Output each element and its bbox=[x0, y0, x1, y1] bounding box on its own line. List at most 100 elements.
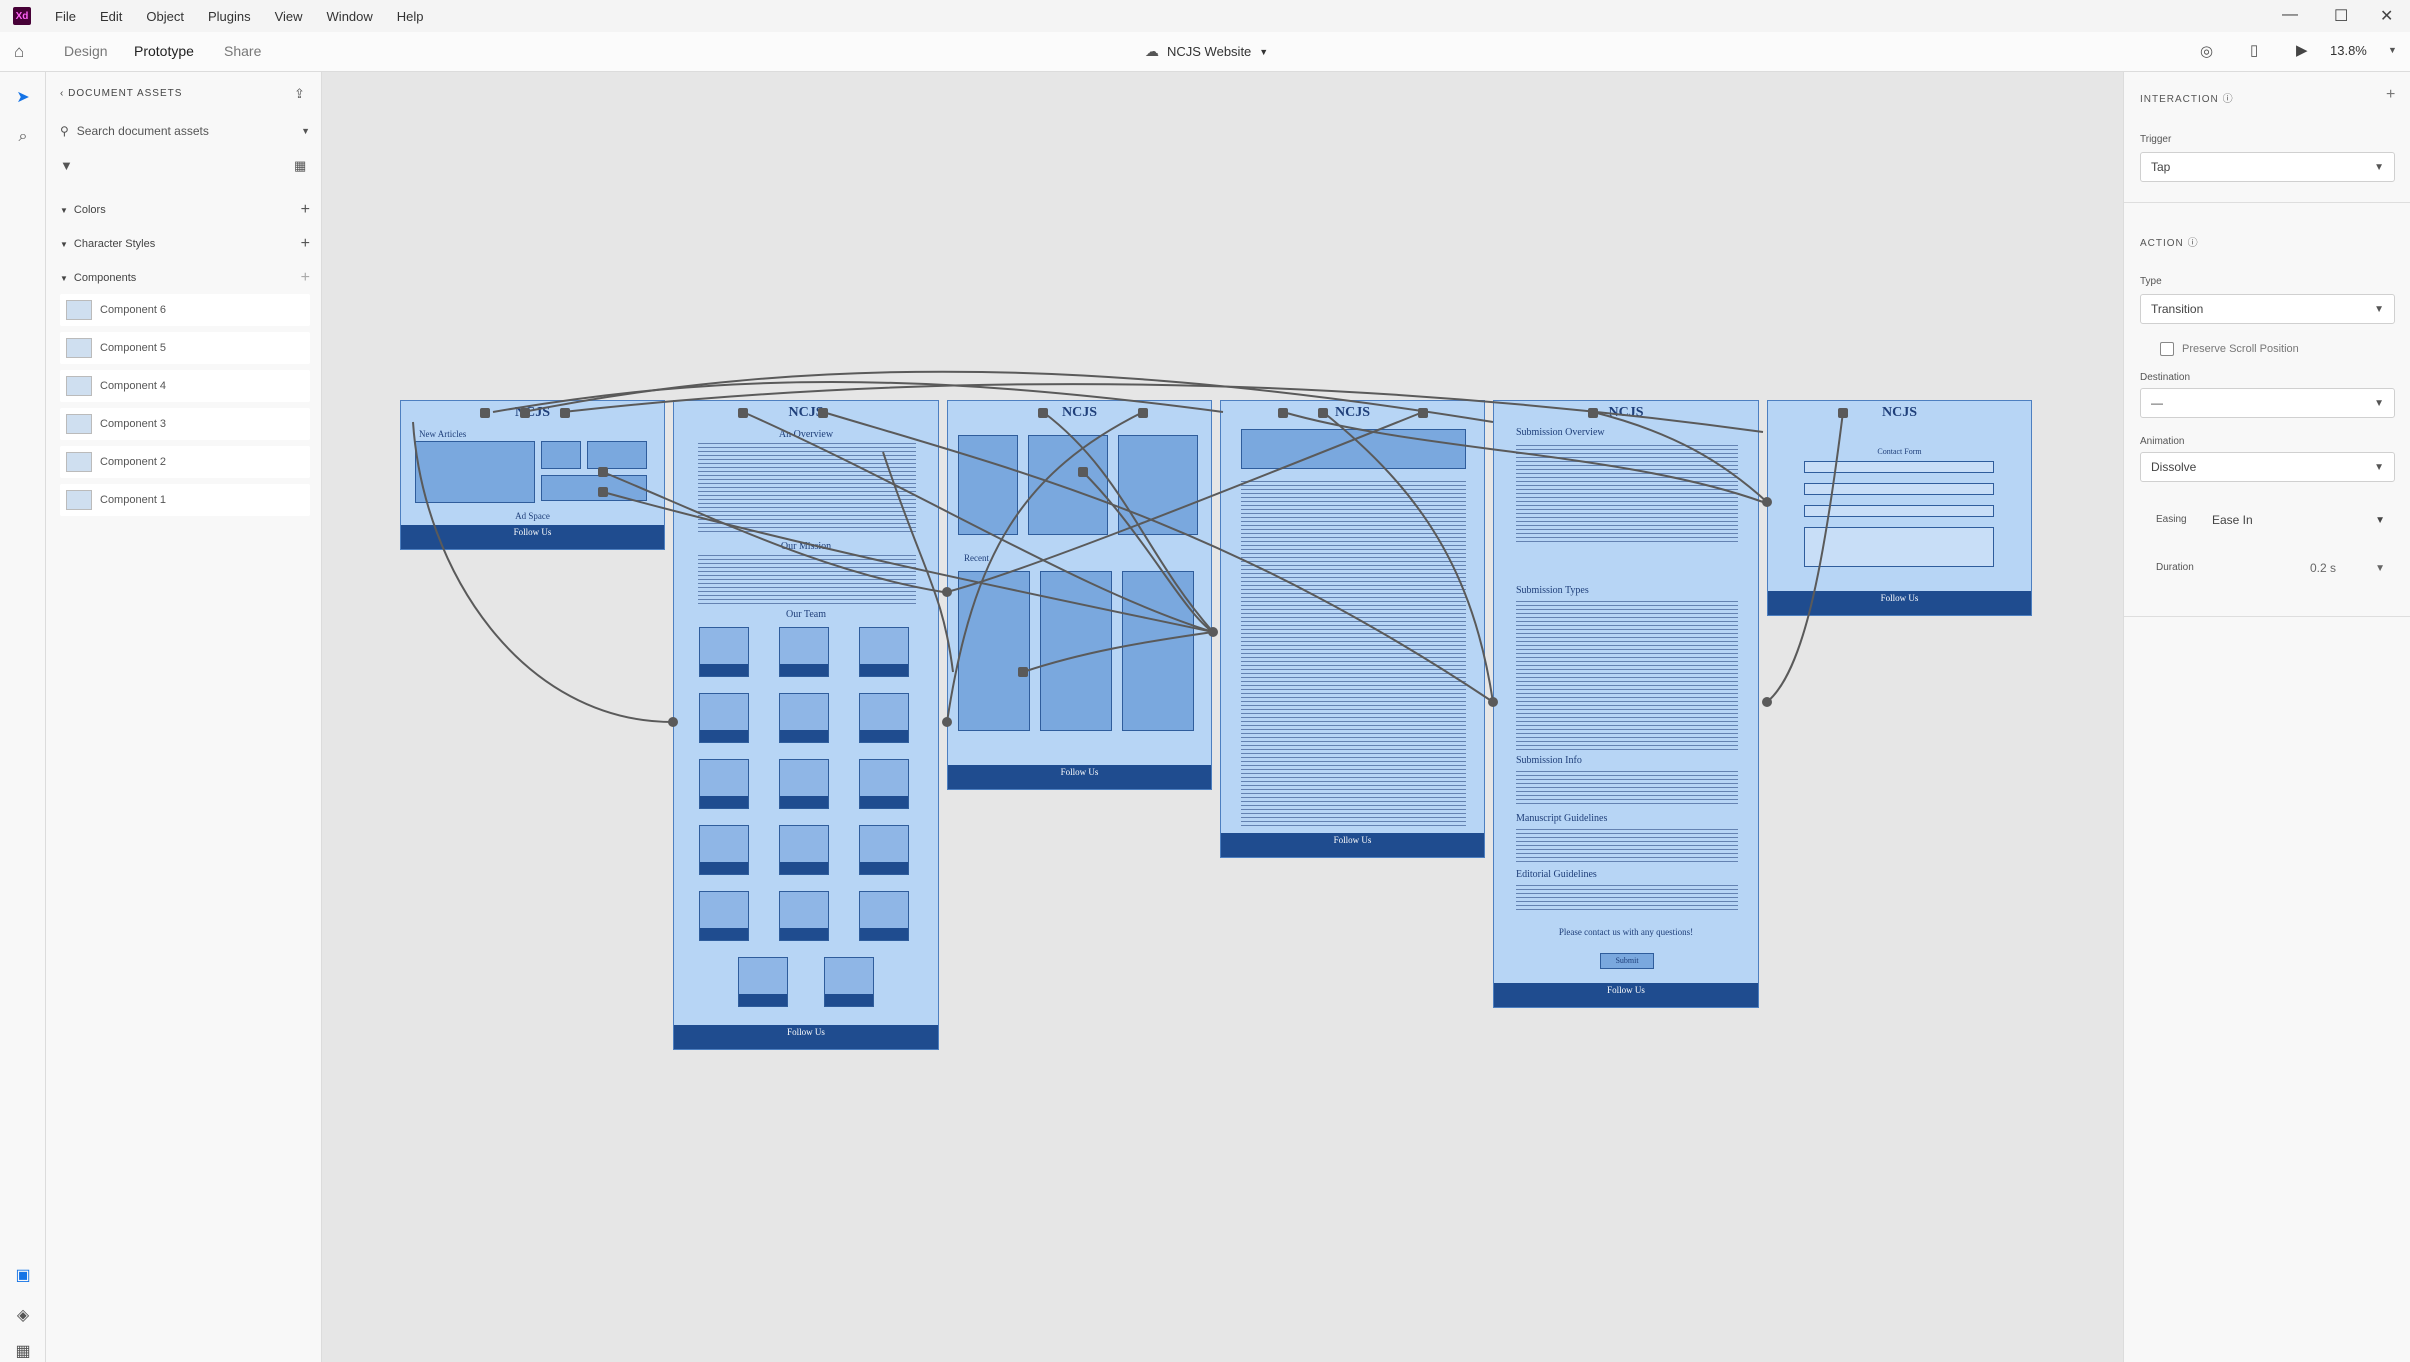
submit-button[interactable]: Submit bbox=[1600, 953, 1654, 969]
component-item[interactable]: Component 2 bbox=[60, 446, 310, 478]
team-card bbox=[859, 825, 909, 875]
preserve-scroll-checkbox[interactable] bbox=[2160, 342, 2174, 356]
minimize-icon[interactable]: — bbox=[2282, 6, 2298, 23]
search-chevron-icon[interactable]: ▼ bbox=[301, 126, 310, 136]
select-tool-icon[interactable]: ➤ bbox=[16, 89, 30, 106]
team-card bbox=[779, 759, 829, 809]
section-colors[interactable]: ▼ Colors + bbox=[60, 201, 310, 218]
tab-share[interactable]: Share bbox=[224, 43, 262, 59]
info-icon[interactable]: ⓘ bbox=[2187, 238, 2199, 249]
component-thumbnail bbox=[66, 414, 92, 434]
search-input[interactable]: Search document assets bbox=[76, 124, 209, 138]
back-chevron-icon[interactable]: ‹ bbox=[60, 88, 65, 99]
menu-edit[interactable]: Edit bbox=[99, 8, 123, 24]
play-icon[interactable]: ▶ bbox=[2296, 42, 2308, 59]
menu-object[interactable]: Object bbox=[146, 8, 184, 24]
team-card bbox=[779, 825, 829, 875]
component-thumbnail bbox=[66, 376, 92, 396]
info-icon[interactable]: ⓘ bbox=[2222, 94, 2234, 105]
animation-label: Animation bbox=[2140, 436, 2185, 447]
menu-help[interactable]: Help bbox=[396, 8, 424, 24]
zoom-tool-icon[interactable]: ⌕ bbox=[18, 128, 28, 145]
close-icon[interactable]: ✕ bbox=[2380, 8, 2394, 25]
user-icon[interactable]: ◎ bbox=[2200, 43, 2214, 60]
destination-select[interactable]: —▼ bbox=[2140, 388, 2395, 418]
easing-select[interactable]: Ease In▼ bbox=[2212, 513, 2385, 527]
search-assets[interactable]: ⚲ Search document assets ▼ bbox=[60, 120, 310, 142]
section-components[interactable]: ▼ Components + bbox=[60, 269, 310, 286]
add-character-style-icon[interactable]: + bbox=[300, 235, 310, 252]
artboard-title: NCJS bbox=[1334, 405, 1370, 420]
chevron-down-icon: ▼ bbox=[60, 273, 68, 283]
assets-icon[interactable]: ▣ bbox=[15, 1267, 31, 1284]
team-card bbox=[699, 693, 749, 743]
interaction-header: INTERACTION ⓘ bbox=[2140, 94, 2234, 105]
chevron-down-icon: ▼ bbox=[2375, 514, 2385, 526]
artboard-article[interactable]: NCJS Follow Us bbox=[1220, 400, 1485, 858]
articles-recent-heading: Recent bbox=[964, 553, 989, 563]
component-item[interactable]: Component 6 bbox=[60, 294, 310, 326]
artboard-title: NCJS bbox=[514, 405, 550, 420]
zoom-chevron-icon[interactable]: ▼ bbox=[2388, 45, 2397, 55]
manuscript-guidelines-heading: Manuscript Guidelines bbox=[1516, 813, 1608, 824]
artboard-title: NCJS bbox=[1061, 405, 1097, 420]
article-block bbox=[958, 571, 1030, 731]
article-block bbox=[1118, 435, 1198, 535]
layers-icon[interactable]: ◈ bbox=[16, 1307, 30, 1324]
home-icon[interactable]: ⌂ bbox=[14, 42, 25, 61]
easing-label: Easing bbox=[2156, 514, 2187, 525]
menu-view[interactable]: View bbox=[274, 8, 303, 24]
team-card bbox=[699, 627, 749, 677]
artboard-articles[interactable]: NCJS Recent Follow Us bbox=[947, 400, 1212, 790]
article-block bbox=[1122, 571, 1194, 731]
add-interaction-icon[interactable]: + bbox=[2386, 86, 2396, 103]
add-color-icon[interactable]: + bbox=[300, 201, 310, 218]
artboard-footer: Follow Us bbox=[1221, 833, 1484, 857]
text-placeholder bbox=[1516, 601, 1738, 751]
zoom-level[interactable]: 13.8% bbox=[2330, 43, 2367, 58]
device-preview-icon[interactable]: ▯ bbox=[2250, 42, 2259, 59]
trigger-select[interactable]: Tap▼ bbox=[2140, 152, 2395, 182]
filter-icon[interactable]: ▼ bbox=[60, 158, 73, 173]
section-character-styles[interactable]: ▼ Character Styles + bbox=[60, 235, 310, 252]
chevron-down-icon: ▼ bbox=[2374, 303, 2384, 315]
toolbar: ⌂ Design Prototype Share ☁ NCJS Website … bbox=[0, 32, 2410, 72]
tab-prototype[interactable]: Prototype bbox=[134, 43, 194, 59]
team-card bbox=[699, 759, 749, 809]
component-item[interactable]: Component 5 bbox=[60, 332, 310, 364]
tool-rail: ➤ ⌕ ▣ ◈ ▦ bbox=[0, 72, 46, 1362]
menu-file[interactable]: File bbox=[55, 8, 76, 24]
plugins-icon[interactable]: ▦ bbox=[15, 1343, 31, 1360]
divider bbox=[2124, 616, 2410, 617]
article-thumb bbox=[541, 475, 647, 501]
menu-window[interactable]: Window bbox=[326, 8, 373, 24]
text-placeholder bbox=[698, 555, 916, 605]
menu-plugins[interactable]: Plugins bbox=[207, 8, 251, 24]
document-title[interactable]: ☁ NCJS Website ▼ bbox=[1145, 43, 1268, 60]
canvas[interactable]: NCJS New Articles Ad Space Follow Us NCJ… bbox=[323, 72, 2123, 1362]
add-component-icon[interactable]: + bbox=[300, 269, 310, 286]
export-icon[interactable]: ⇪ bbox=[294, 86, 305, 101]
text-placeholder bbox=[1516, 445, 1738, 545]
tab-design[interactable]: Design bbox=[64, 43, 108, 59]
animation-select[interactable]: Dissolve▼ bbox=[2140, 452, 2395, 482]
artboard-submissions[interactable]: NCJS Submission Overview Submission Type… bbox=[1493, 400, 1759, 1008]
form-field bbox=[1804, 527, 1994, 567]
artboard-footer: Follow Us bbox=[674, 1025, 938, 1049]
team-card bbox=[859, 627, 909, 677]
grid-view-icon[interactable]: ▦ bbox=[294, 158, 307, 173]
component-item[interactable]: Component 3 bbox=[60, 408, 310, 440]
type-select[interactable]: Transition▼ bbox=[2140, 294, 2395, 324]
chevron-down-icon: ▼ bbox=[2374, 461, 2384, 473]
artboard-about[interactable]: NCJS An Overview Our Mission Our Team Fo… bbox=[673, 400, 939, 1050]
text-placeholder bbox=[1516, 885, 1738, 911]
component-item[interactable]: Component 4 bbox=[60, 370, 310, 402]
submission-types-heading: Submission Types bbox=[1516, 585, 1589, 596]
artboard-home[interactable]: NCJS New Articles Ad Space Follow Us bbox=[400, 400, 665, 550]
duration-input[interactable]: 0.2 s▼ bbox=[2310, 561, 2385, 575]
maximize-icon[interactable]: ☐ bbox=[2334, 8, 2349, 25]
team-card bbox=[859, 891, 909, 941]
component-item[interactable]: Component 1 bbox=[60, 484, 310, 516]
artboard-contact[interactable]: NCJS Contact Form Follow Us bbox=[1767, 400, 2032, 616]
menu-bar: Xd File Edit Object Plugins View Window … bbox=[0, 0, 2410, 32]
